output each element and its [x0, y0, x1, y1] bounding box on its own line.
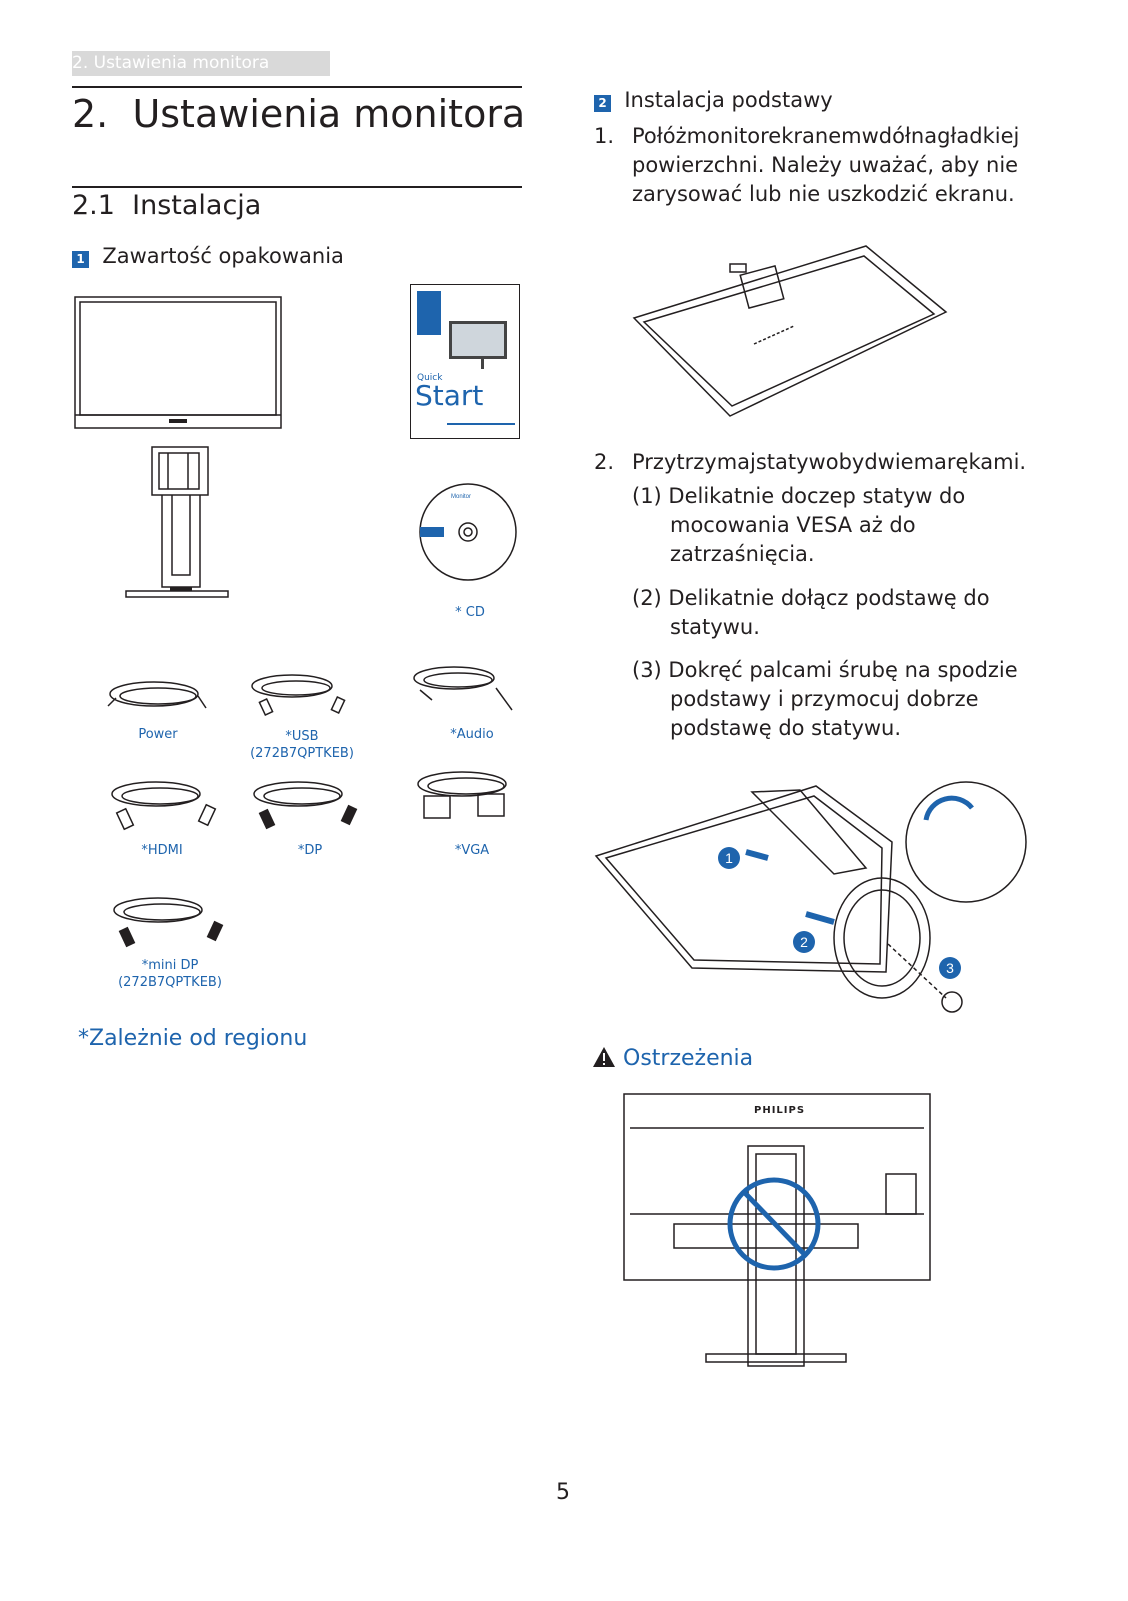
- section-number: 2.1: [72, 190, 115, 221]
- warning-icon: [593, 1047, 615, 1067]
- cable-label-mini-dp-name: *mini DP: [141, 958, 199, 973]
- step1-number: 1.: [594, 124, 615, 148]
- usb-cable-icon: [251, 674, 346, 717]
- stand-install-heading: 2 Instalacja podstawy: [594, 86, 833, 115]
- step-badge-2: 2: [594, 95, 611, 112]
- start-label: Start: [415, 379, 484, 412]
- stand-install-heading-text: Instalacja podstawy: [624, 88, 833, 112]
- running-header-label: 2. Ustawienia monitora: [72, 53, 270, 73]
- warning-heading-text: Ostrzeżenia: [623, 1046, 754, 1071]
- substep-2: (2) Delikatnie dołącz podstawę do statyw…: [632, 586, 990, 639]
- quick-start-guide: Quick Start: [410, 284, 520, 439]
- cable-label-dp: *DP: [297, 843, 323, 858]
- cable-label-power: Power: [138, 727, 178, 742]
- step-badge: 1: [72, 251, 89, 268]
- substep-1: (1) Delikatnie doczep statyw do mocowani…: [632, 484, 966, 566]
- quick-label: Quick: [417, 373, 443, 383]
- stand-attach-illustration: 1 2 3: [594, 781, 1027, 1013]
- booklet-monitor-photo: [449, 321, 507, 359]
- audio-cable-icon: [413, 666, 513, 711]
- warning-heading: Ostrzeżenia: [592, 1046, 753, 1071]
- stand-illustration: [125, 446, 229, 598]
- callout-2: 2: [800, 934, 808, 950]
- region-note: *Zależnie od regionu: [78, 1026, 308, 1051]
- callout-1: 1: [725, 850, 733, 866]
- cable-label-vga: *VGA: [454, 843, 490, 858]
- monitor-illustration: [74, 296, 282, 429]
- cable-label-mini-dp: *mini DP (272B7QPTKEB): [108, 957, 232, 991]
- warning-illustration: [623, 1093, 931, 1367]
- step1-text: Połóżmonitorekranemwdółnagładkiej powier…: [632, 124, 1020, 206]
- cable-label-usb-name: *USB: [285, 729, 319, 744]
- cd-caption: * CD: [455, 605, 485, 620]
- cd-illustration: Monitor: [419, 483, 517, 581]
- booklet-fine-print: [447, 423, 515, 425]
- package-heading: 1 Zawartość opakowania: [72, 242, 344, 271]
- callout-3: 3: [946, 960, 954, 976]
- step2-number: 2.: [594, 450, 615, 474]
- monitor-face-down-illustration: [632, 245, 948, 417]
- vga-cable-icon: [417, 771, 507, 819]
- package-heading-text: Zawartość opakowania: [102, 244, 344, 268]
- hdmi-cable-icon: [111, 781, 217, 831]
- cable-label-hdmi: *HDMI: [141, 843, 183, 858]
- brand-logo: PHILIPS: [754, 1105, 806, 1116]
- chapter-title: 2. Ustawienia monitora: [72, 92, 525, 136]
- running-header: 2. Ustawienia monitora: [72, 51, 330, 76]
- substep-3: (3) Dokręć palcami śrubę na spodzie pods…: [632, 658, 1018, 740]
- booklet-stand: [481, 359, 484, 369]
- cable-label-audio: *Audio: [450, 727, 494, 742]
- step2-text: Przytrzymajstatywobydwiemarękami.: [632, 450, 1027, 474]
- svg-text:Monitor: Monitor: [451, 494, 471, 500]
- chapter-number: 2.: [72, 92, 109, 136]
- section-title-text: Instalacja: [132, 190, 262, 221]
- cable-label-usb-model: (272B7QPTKEB): [250, 746, 354, 761]
- power-cable-icon: [107, 681, 207, 709]
- chapter-title-text: Ustawienia monitora: [132, 92, 526, 136]
- booklet-brand-tag: [417, 291, 441, 335]
- cable-label-mini-dp-model: (272B7QPTKEB): [118, 975, 222, 990]
- section-rule: [72, 186, 522, 188]
- cable-label-usb: *USB (272B7QPTKEB): [250, 728, 354, 762]
- mini-dp-cable-icon: [113, 897, 224, 948]
- page-number: 5: [556, 1480, 570, 1505]
- chapter-rule: [72, 86, 522, 88]
- dp-cable-icon: [253, 781, 358, 830]
- section-title: 2.1 Instalacja: [72, 190, 261, 221]
